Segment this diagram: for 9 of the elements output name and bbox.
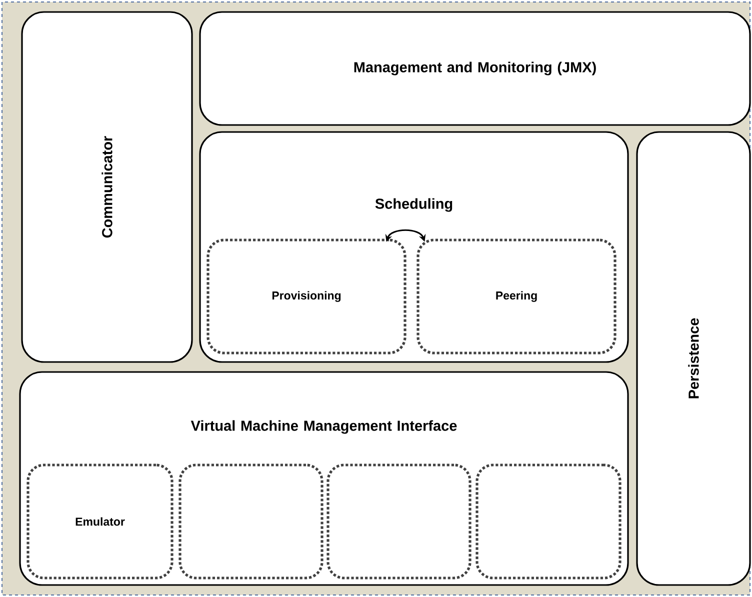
dotted-box bbox=[326, 464, 472, 580]
rounded-panel: Persistence bbox=[636, 131, 751, 586]
rounded-panel: Communicator bbox=[21, 11, 193, 363]
dotted-box: Peering bbox=[416, 238, 616, 354]
dotted-box: Emulator bbox=[26, 464, 174, 580]
rounded-panel: Management and Monitoring (JMX) bbox=[199, 11, 751, 126]
dotted-box bbox=[476, 464, 622, 580]
dotted-box: Provisioning bbox=[206, 238, 406, 354]
dotted-box bbox=[178, 464, 324, 580]
